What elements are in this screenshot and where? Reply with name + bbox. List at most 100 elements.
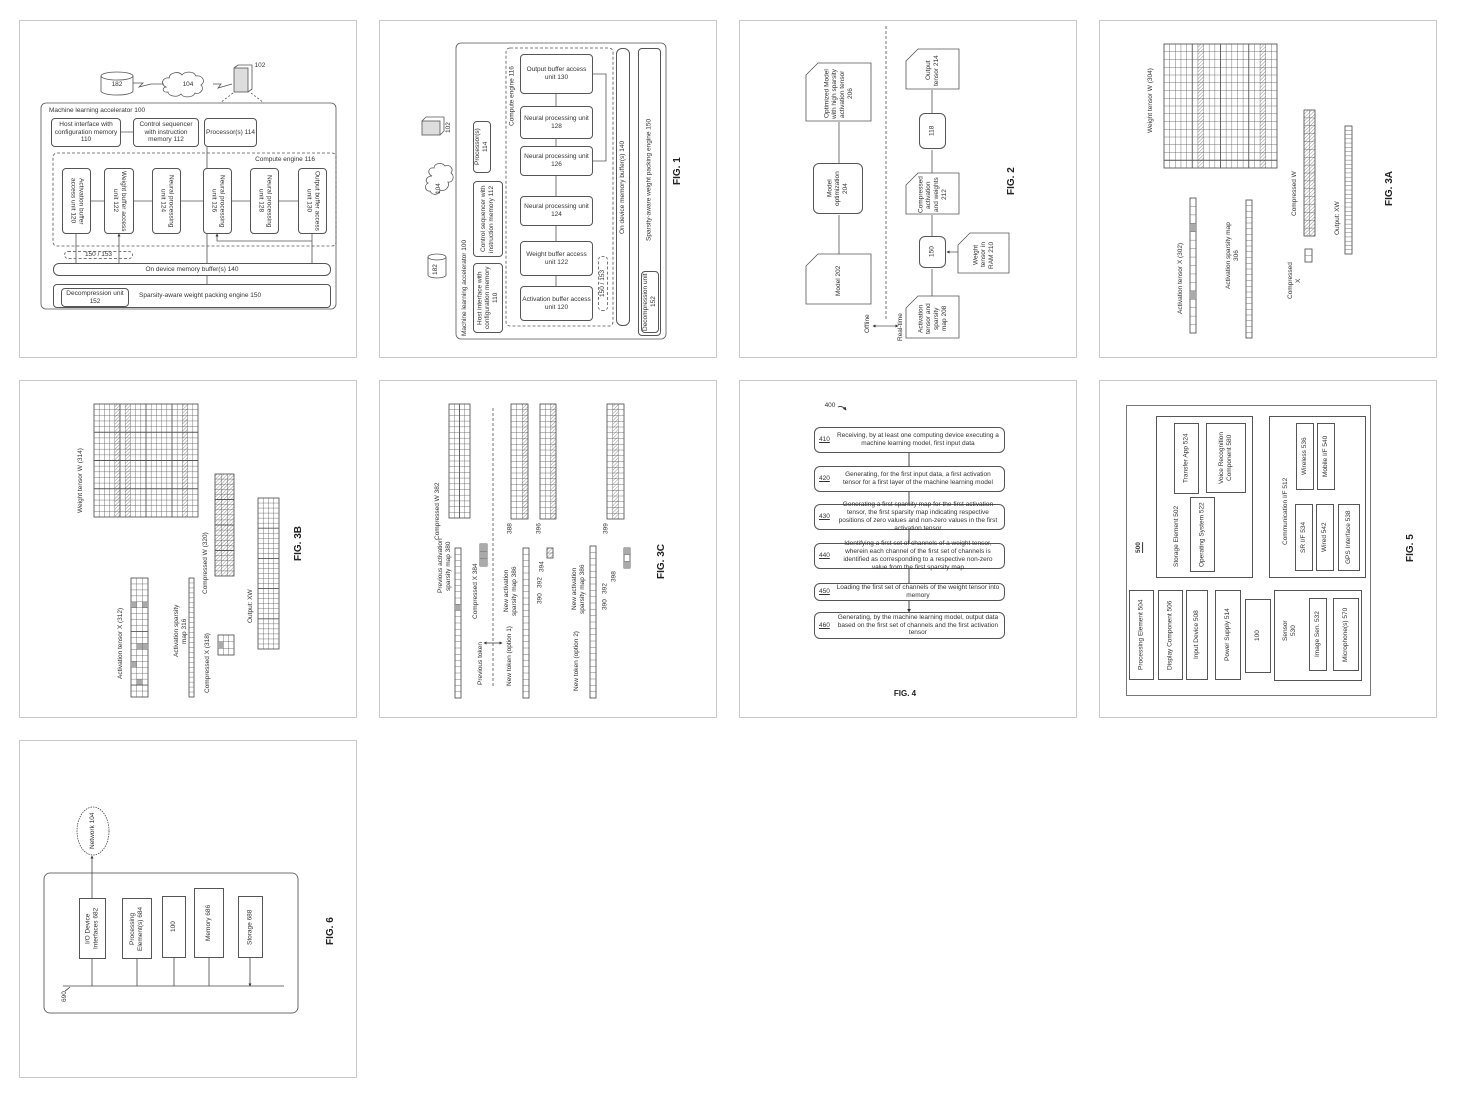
new-sparsity-map-1-grid [522,547,530,699]
compressed-x-grid [217,634,235,656]
accelerator-100-box: 100 [162,896,186,958]
weight-tensor-grid [1163,43,1278,169]
figure-label: FIG. 6 [325,917,336,945]
output-tensor-doc: Output tensor 214 [925,55,940,86]
ref-392: 392 [536,577,544,589]
compressed-doc: Compressed activation and weights 212 [917,176,948,214]
sparsity-map-label: Activation sparsity map 316 [173,604,188,658]
fig3a-diagram [1163,43,1353,339]
display-component-box: Display Component 506 [1158,590,1183,680]
step-text: Identifying a first set of channels of a… [843,540,993,571]
database-label: 182 [432,264,440,276]
grid-399 [606,403,625,520]
compressed-w-grid [448,403,471,519]
cloud-icon [425,163,454,195]
database-icon [427,253,447,279]
gps-interface-box: GPS Interface 538 [1338,504,1360,571]
ref-390-b: 390 [601,599,609,611]
activation-tensor-grid [1189,197,1197,334]
unit-120: Activation buffer access unit 120 [62,168,91,234]
device-label: 500 [1135,542,1143,554]
grid-388 [510,403,529,520]
accelerator-100-box: 100 [1245,599,1271,673]
step-number: 410 [819,436,830,444]
wireless-box: Wireless 536 [1296,423,1314,490]
activation-tensor-label: Activation tensor X (302) [1177,242,1185,315]
shaded-cell [455,604,461,611]
compressed-x-label: Compressed X 384 [472,563,480,619]
bus-ref-leader [64,986,71,992]
step-number: 430 [819,513,830,521]
weight-tensor-label: Weight tensor W (314) [77,448,85,514]
sparsity-map-grid [1245,199,1253,339]
server-label: 102 [445,122,453,134]
unit-128: Neural processing unit 128 [250,168,279,234]
unit-126: Neural processing unit 126 [520,146,593,176]
weight-tensor-doc: Weight tensor in RAM 210 [972,241,995,269]
bus-arrows [92,856,250,986]
shaded-cell [136,643,143,650]
memory-box: Memory 686 [194,888,224,958]
connector-lines [555,73,607,286]
network-label: Network 104 [89,812,97,850]
grid-394 [546,547,554,559]
figure-thumbnail-fig3b[interactable]: Weight tensor W (314) Activation tensor … [19,380,357,718]
network-label: 104 [435,183,443,195]
ref-394: 394 [538,561,546,573]
control-sequencer-box: Control sequencer with instruction memor… [133,118,199,147]
unit-120: Activation buffer access unit 120 [520,286,593,321]
input-device-box: Input Device 508 [1186,590,1208,680]
zoom-lines [219,92,265,104]
compressed-w-label: Compressed W 382 [434,482,442,540]
figure-label: FIG. 2 [1006,167,1017,195]
engine-150-box: 150 [919,236,946,268]
figure-thumbnail-fig3c[interactable]: Previous activation sparsity map 380 Pre… [379,380,717,718]
shaded-cell [131,661,137,668]
unit-130: Output buffer access unit 130 [520,54,593,94]
figure-label: FIG. 4 [893,689,917,699]
grid-396 [539,403,557,520]
fig2-diagram-lines [805,26,1010,339]
shaded-cell [131,601,137,608]
server-icon [233,64,253,93]
step-text: Generating, by the machine learning mode… [837,613,999,637]
figure-thumbnail-fig5[interactable]: 500 Storage Element 502 Transfer App 524… [1099,380,1437,718]
database-icon [100,71,134,96]
figure-label: FIG. 1 [672,157,683,185]
shaded-cell [1190,223,1196,232]
accelerator-label: Machine learning accelerator 100 [461,239,469,336]
network-link [213,83,233,89]
output-label: Output: XW [1334,201,1342,236]
model-optimization-box: Model optimization 204 [813,163,863,214]
figure-thumbnail-fig2[interactable]: Model 202 Model optimization 204 Optimiz… [739,20,1077,358]
server-icon [421,116,445,136]
microphones-box: Microphone(s) 570 [1333,598,1359,671]
compressed-w-grid [214,473,235,577]
storage-element-label: Storage Element 502 [1173,505,1181,567]
storage-box: Storage 688 [238,896,263,958]
compute-engine-label: Compute engine 116 [255,155,315,163]
unit-130: Output buffer access unit 130 [298,168,327,234]
weight-tensor-label: Weight tensor W (304) [1147,68,1155,134]
model-doc: Model 202 [835,265,843,297]
prev-sparsity-map-grid [454,547,462,699]
activation-tensor-label: Activation tensor X (312) [117,607,125,680]
step-text: Generating, for the first input data, a … [842,471,993,486]
unit-126: Neural processing unit 126 [203,168,232,234]
figure-thumbnail-fig1-rotated[interactable]: 102 104 182 Machine learning accelerator… [379,20,717,358]
figure-thumbnail-fig6[interactable]: Network 104 I/O Device Interfaces 682 Pr… [19,740,357,1078]
unit-122: Weight buffer access unit 122 [104,168,134,234]
compressed-w-label: Compressed W [1291,171,1299,216]
ref-396: 396 [535,523,543,535]
server-label: 102 [254,62,266,70]
shaded-cell [624,561,630,568]
database-label: 182 [111,81,123,89]
figure-thumbnail-fig1[interactable]: 182 104 102 Machine learning accelerator… [19,20,357,358]
figure-label: FIG. 3B [293,525,304,561]
figure-thumbnail-fig3a[interactable]: Weight tensor W (304) Activation tensor … [1099,20,1437,358]
